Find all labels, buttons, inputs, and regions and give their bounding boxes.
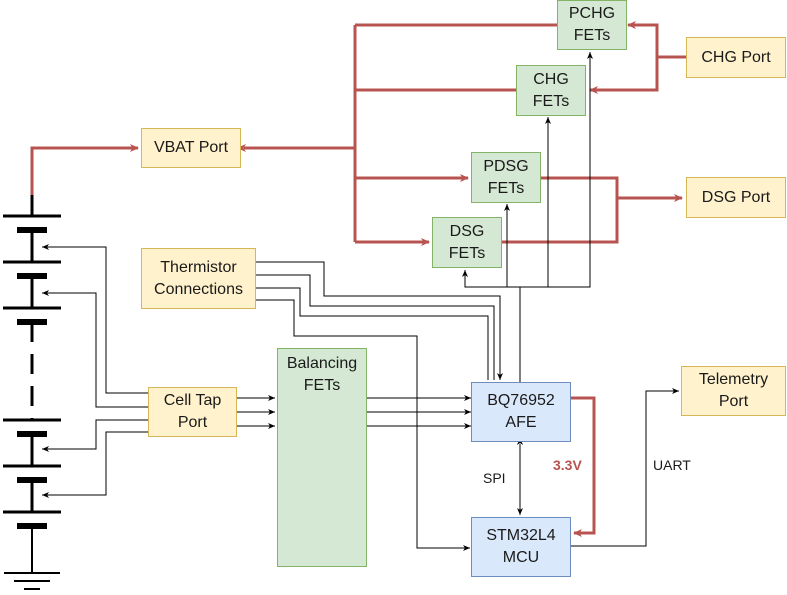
thermistor-line-2 [256,274,495,380]
thermistor-to-mcu-line [256,299,470,551]
cell-tap-wire-4 [42,431,148,498]
afe-to-dsg-gate-line [462,270,520,288]
vbat-port-label: VBAT Port [153,139,229,156]
cell-tap-port-label: Cell Tap Port [163,392,222,431]
pchg-fets-label: PCHG FETs [568,5,616,44]
dsg-port-label: DSG Port [701,188,771,206]
battery-stack [3,195,61,590]
cell-tap-wire-1 [42,244,148,394]
thermistor-line-3 [256,287,489,380]
v33-label: 3.3V [553,457,582,473]
mcu-label: STM32L4 MCU [486,527,556,566]
afe-to-pchg-gate-line [519,52,593,382]
balancing-fets-label: Balancing FETs [286,355,358,394]
cell-tap-port-block: Cell Tap Port [148,387,237,437]
dsg-port-block: DSG Port [686,177,786,218]
chg-fets-block: CHG FETs [516,65,586,116]
vbat-port-block: VBAT Port [141,128,241,168]
signal-lines [42,52,679,551]
pdsg-to-dsg-port-line [541,176,683,202]
chg-port-to-pchg-line [627,21,686,59]
chg-port-to-chg-line [589,57,659,94]
thermistor-connections-block: Thermistor Connections [141,248,256,309]
afe-to-mcu-power-line [571,396,596,537]
dsg-fets-label: DSG FETs [448,222,486,262]
thermistor-line-1 [256,261,503,380]
battery-to-vbat-line [30,144,139,195]
dsg-to-dsg-port-line [487,198,619,244]
thermistor-connections-label: Thermistor Connections [154,258,243,298]
uart-line [571,388,679,547]
chg-fets-label: CHG FETs [532,70,570,110]
telemetry-port-label: Telemetry Port [698,371,769,410]
afe-block: BQ76952 AFE [471,382,571,442]
cell-tap-wire-3 [42,419,148,452]
chg-port-label: CHG Port [701,48,771,66]
chg-port-block: CHG Port [686,37,786,78]
pchg-fets-block: PCHG FETs [557,0,627,50]
afe-label: BQ76952 AFE [487,392,555,431]
cell-tap-wire-2 [42,290,148,408]
uart-label: UART [653,457,691,473]
telemetry-port-block: Telemetry Port [681,366,786,416]
ground-icon [4,572,60,590]
balancing-fets-block: Balancing FETs [277,348,367,567]
spi-label: SPI [483,470,506,486]
power-lines [30,21,686,537]
pdsg-fets-label: PDSG FETs [483,157,529,197]
pdsg-fets-block: PDSG FETs [471,152,541,203]
mcu-block: STM32L4 MCU [471,517,571,577]
dsg-fets-block: DSG FETs [432,217,502,268]
